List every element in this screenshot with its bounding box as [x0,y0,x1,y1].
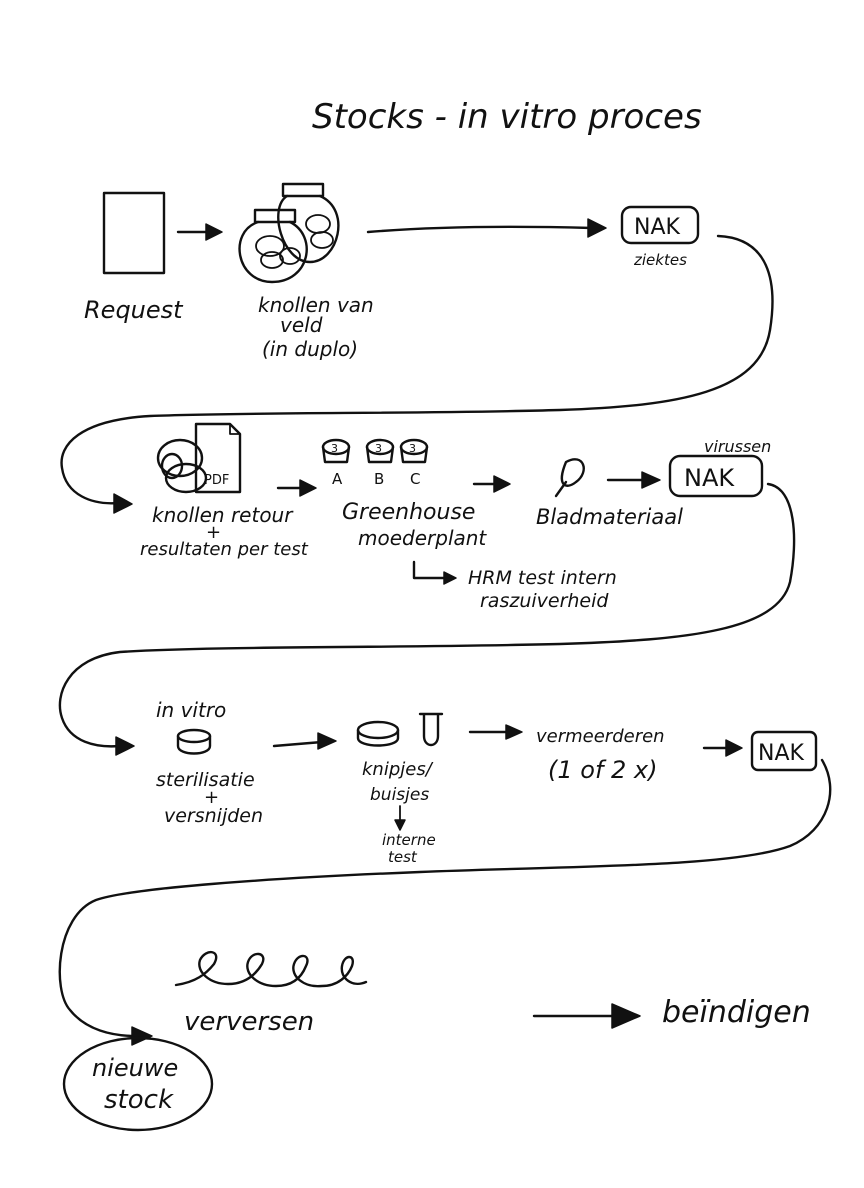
knollen-label-1: knollen van [258,293,374,317]
connector-row3-row4 [58,758,832,1038]
nieuwe-stock-ellipse [62,1036,214,1132]
arrow-head [587,218,607,238]
retour-label-1: knollen retour [152,503,294,527]
pdf-label: PDF [204,473,229,488]
arrow-head [299,479,317,497]
pot-label-a: A [332,470,343,488]
arrow-head [611,1003,641,1029]
knollen-label-3: (in duplo) [262,337,358,361]
arrow-head [505,724,523,740]
dish-tube-icon [356,712,444,747]
pot-number-a: 3 [331,442,338,455]
nieuwe-label: nieuwe [92,1054,178,1082]
nak-box-1 [620,205,700,245]
retour-plus: + [206,522,221,543]
petri-dish-icon [176,728,212,755]
test-label: test [388,848,418,866]
arrow-head [493,475,511,493]
buisjes-label: buisjes [370,785,429,805]
nak-label-3: NAK [758,741,805,766]
pot-label-c: C [410,470,420,488]
arrow-steril-knipjes [272,740,324,748]
bladmateriaal-label: Bladmateriaal [536,505,683,529]
vermeerderen-label: vermeerderen [536,726,665,747]
page-title: Stocks - in vitro proces [312,97,702,137]
nak-label-2: NAK [684,464,735,492]
retour-label-2: resultaten per test [140,539,309,560]
beindigen-label: beïndigen [662,995,811,1030]
pot-number-b: 3 [375,442,382,455]
refresh-loop-icon [174,951,368,988]
arrow-head [394,819,406,831]
tubers-pdf-icon [156,422,242,494]
versnijden-label: versnijden [164,805,263,827]
arrow-head [113,493,133,514]
request-label: Request [84,296,184,324]
arrow-jars-nak [366,225,594,234]
connector-row2-row3 [58,482,796,748]
arrow-head [725,739,743,757]
arrow-head [641,471,661,489]
hrm-branch-arrow [412,560,450,580]
knollen-label-2: veld [280,313,323,337]
sterilisatie-plus: + [204,787,219,808]
arrow-head [131,1026,153,1046]
pot-label-b: B [374,470,384,488]
nak-box-3 [750,730,818,772]
nak-box-2 [668,454,764,498]
leaf-icon [554,458,585,498]
connector-row1-row2 [60,234,774,505]
moederplant-label: moederplant [358,526,487,550]
invitro-label: in vitro [156,698,226,722]
vermeerderen-count: (1 of 2 x) [548,756,658,784]
hrm-label-2: raszuiverheid [480,590,609,612]
hrm-label-1: HRM test intern [468,567,617,589]
arrow-head [317,732,337,750]
tuber-jars-icon [238,182,340,284]
pot-number-c: 3 [409,442,416,455]
nak-label-1: NAK [634,215,681,240]
verversen-label: verversen [184,1007,314,1037]
arrow-head [205,223,223,241]
plant-pots-icon [321,438,429,464]
virussen-label: virussen [704,437,771,456]
knipjes-label: knipjes/ [362,759,434,780]
stock-label: stock [104,1085,174,1115]
greenhouse-label: Greenhouse [342,500,475,525]
interne-label: interne [382,831,436,849]
arrow-head [115,736,135,756]
sterilisatie-label: sterilisatie [156,769,255,791]
ziektes-label: ziektes [633,251,687,269]
document-icon [102,191,166,275]
arrow-head [443,571,457,585]
